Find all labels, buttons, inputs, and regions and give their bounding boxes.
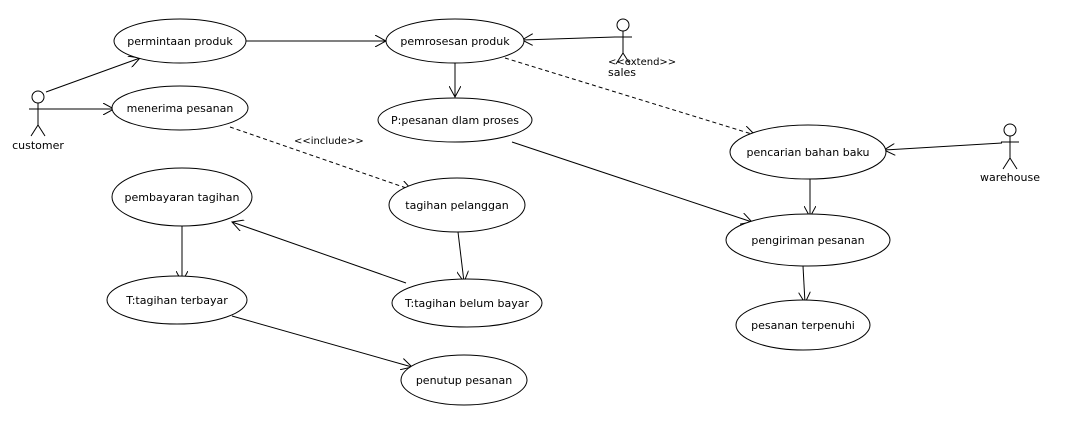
assoc-customer-permintaan <box>45 58 140 93</box>
actor-head <box>1003 123 1017 137</box>
actor-head <box>616 18 630 32</box>
use-case-label: pesanan terpenuhi <box>751 319 855 332</box>
actor-leg-right <box>1009 157 1018 170</box>
flow-terbayar-penutup <box>231 315 412 367</box>
use-case-pengiriman-pesanan[interactable]: pengiriman pesanan <box>725 213 891 267</box>
actor-leg-left <box>30 124 39 137</box>
use-case-tagihan-pelanggan[interactable]: tagihan pelanggan <box>388 177 526 233</box>
use-case-label: P:pesanan dlam proses <box>391 114 519 127</box>
use-case-pesanan-dlam-proses[interactable]: P:pesanan dlam proses <box>377 97 533 143</box>
actor-label: customer <box>12 139 64 152</box>
use-case-label: permintaan produk <box>127 35 233 48</box>
use-case-label: penutup pesanan <box>416 374 512 387</box>
stereotype-extend: <<extend>> <box>608 57 676 68</box>
actor-sales[interactable]: sales <box>608 18 636 79</box>
use-case-label: pengiriman pesanan <box>751 234 864 247</box>
use-case-tagihan-belum-bayar[interactable]: T:tagihan belum bayar <box>391 278 543 328</box>
use-case-label: pembayaran tagihan <box>125 191 240 204</box>
actor-head <box>31 90 45 104</box>
use-case-label: T:tagihan belum bayar <box>404 297 529 310</box>
actor-label: sales <box>608 66 636 79</box>
use-case-label: menerima pesanan <box>127 102 234 115</box>
flow-pesanan-dlam-proses-pengiriman <box>511 141 752 222</box>
use-case-permintaan-produk[interactable]: permintaan produk <box>113 18 247 64</box>
flow-belum-bayar-pembayaran <box>232 222 407 284</box>
actor-leg-left <box>1002 157 1011 170</box>
use-case-tagihan-terbayar[interactable]: T:tagihan terbayar <box>106 275 248 325</box>
use-case-label: tagihan pelanggan <box>405 199 508 212</box>
flow-pengiriman-terpenuhi <box>803 265 805 303</box>
use-case-label: pemrosesan produk <box>400 35 510 48</box>
actor-leg-left <box>615 52 624 65</box>
relations: <<include>> <<extend>> <box>45 37 1003 367</box>
use-case-pencarian-bahan-baku[interactable]: pencarian bahan baku <box>729 124 887 180</box>
use-case-pesanan-terpenuhi[interactable]: pesanan terpenuhi <box>735 299 871 351</box>
use-case-penutup-pesanan[interactable]: penutup pesanan <box>400 354 528 406</box>
actor-customer[interactable]: customer <box>12 90 64 152</box>
actor-leg-right <box>622 52 631 65</box>
assoc-warehouse-pencarian <box>884 142 1003 150</box>
actor-warehouse[interactable]: warehouse <box>980 123 1040 184</box>
use-case-pemrosesan-produk[interactable]: pemrosesan produk <box>385 18 525 64</box>
use-case-pembayaran-tagihan[interactable]: pembayaran tagihan <box>111 167 253 227</box>
assoc-sales-pemrosesan <box>522 37 616 40</box>
use-case-label: pencarian bahan baku <box>747 146 870 159</box>
extend-pemrosesan-pencarian <box>504 57 755 135</box>
flow-tagihan-pelanggan-belum-bayar <box>458 231 464 282</box>
use-case-menerima-pesanan[interactable]: menerima pesanan <box>111 85 249 131</box>
use-case-label: T:tagihan terbayar <box>125 294 228 307</box>
stereotype-include: <<include>> <box>294 136 364 147</box>
actor-label: warehouse <box>980 171 1040 184</box>
actor-leg-right <box>37 124 46 137</box>
